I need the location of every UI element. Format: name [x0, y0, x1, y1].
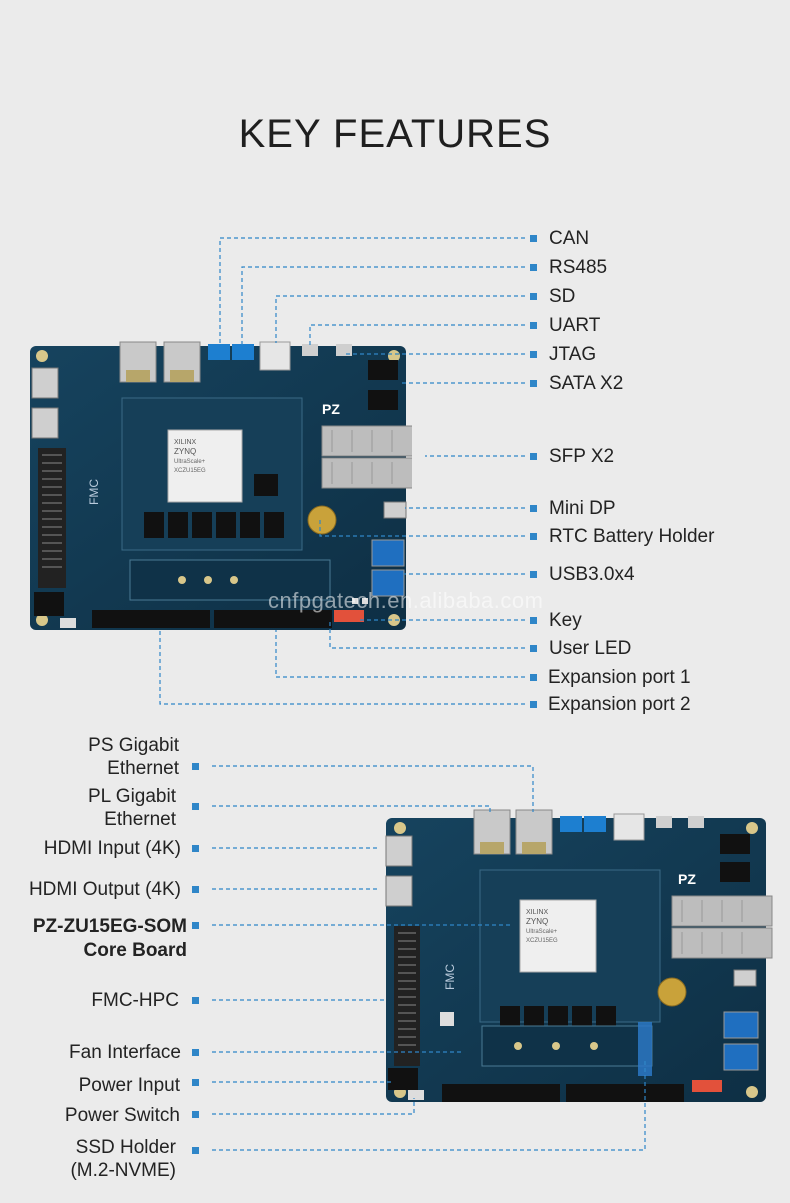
label-can: CAN [549, 228, 590, 249]
label-pl-ethernet-line2: Ethernet [104, 809, 176, 830]
bullet-key [530, 617, 537, 624]
label-mini-dp: Mini DP [549, 498, 616, 519]
top-chip-series: UltraScale+ [174, 459, 206, 465]
bottom-pz-logo: PZ [678, 871, 696, 887]
bullet-power-switch [192, 1111, 199, 1118]
top-board-image: XILINX ZYNQ UltraScale+ XCZU15EG FMC PZ [30, 341, 412, 630]
label-jtag: JTAG [549, 344, 597, 365]
label-hdmi-output: HDMI Output (4K) [28, 879, 181, 900]
bottom-chip-series: UltraScale+ [526, 929, 558, 935]
label-som-line2: Core Board [83, 940, 187, 961]
label-power-switch: Power Switch [64, 1105, 180, 1126]
label-rs485: RS485 [549, 257, 608, 278]
top-chip-brand: XILINX [174, 439, 197, 446]
label-user-led: User LED [549, 638, 632, 659]
bottom-chip-part: XCZU15EG [526, 938, 558, 944]
bullet-rtc [530, 533, 537, 540]
label-ps-ethernet-line2: Ethernet [107, 758, 179, 779]
label-sd: SD [549, 286, 576, 307]
top-fmc-silk: FMC [87, 479, 101, 505]
label-som-line1: PZ-ZU15EG-SOM [32, 916, 187, 937]
bullet-sata [530, 380, 537, 387]
bullet-mini-dp [530, 505, 537, 512]
bullet-rs485 [530, 264, 537, 271]
label-uart: UART [549, 315, 601, 336]
bullet-user-led [530, 645, 537, 652]
bullet-pl-ethernet [192, 803, 199, 810]
label-usb: USB3.0x4 [549, 564, 635, 585]
bullet-expansion-1 [530, 674, 537, 681]
bullet-hdmi-input [192, 845, 199, 852]
top-chip-part: XCZU15EG [174, 468, 206, 474]
watermark: cnfpgatech.en.alibaba.com [268, 588, 544, 613]
bullet-fmc-hpc [192, 997, 199, 1004]
label-fmc-hpc: FMC-HPC [91, 990, 179, 1011]
bottom-chip-brand: XILINX [526, 909, 549, 916]
label-expansion-2: Expansion port 2 [548, 694, 691, 715]
bullet-uart [530, 322, 537, 329]
bullet-sfp [530, 453, 537, 460]
label-ssd-line1: SSD Holder [75, 1137, 176, 1158]
top-pz-logo: PZ [322, 401, 340, 417]
bullet-fan-interface [192, 1049, 199, 1056]
label-ps-ethernet-line1: PS Gigabit [88, 735, 179, 756]
bullet-ssd [192, 1147, 199, 1154]
bullet-power-input [192, 1079, 199, 1086]
label-expansion-1: Expansion port 1 [548, 667, 691, 688]
label-key: Key [549, 610, 582, 631]
label-rtc: RTC Battery Holder [549, 526, 715, 547]
label-ssd-line2: (M.2-NVME) [70, 1160, 176, 1181]
bullet-jtag [530, 351, 537, 358]
bottom-board-image: XILINX ZYNQ UltraScale+ XCZU15EG FMC PZ [385, 809, 773, 1102]
bullet-usb [530, 571, 537, 578]
bullet-expansion-2 [530, 701, 537, 708]
bullet-som [192, 922, 199, 929]
label-power-input: Power Input [78, 1075, 180, 1096]
bullet-sd [530, 293, 537, 300]
label-sata: SATA X2 [549, 373, 624, 394]
bottom-fmc-silk: FMC [443, 964, 457, 990]
page-title: KEY FEATURES [238, 112, 552, 156]
bullet-can [530, 235, 537, 242]
label-sfp: SFP X2 [549, 446, 615, 467]
label-pl-ethernet-line1: PL Gigabit [87, 786, 176, 807]
bullet-ps-ethernet [192, 763, 199, 770]
top-chip-family: ZYNQ [174, 447, 196, 456]
label-hdmi-input: HDMI Input (4K) [43, 838, 181, 859]
label-fan-interface: Fan Interface [69, 1042, 181, 1063]
bullet-hdmi-output [192, 886, 199, 893]
bottom-chip-family: ZYNQ [526, 917, 548, 926]
